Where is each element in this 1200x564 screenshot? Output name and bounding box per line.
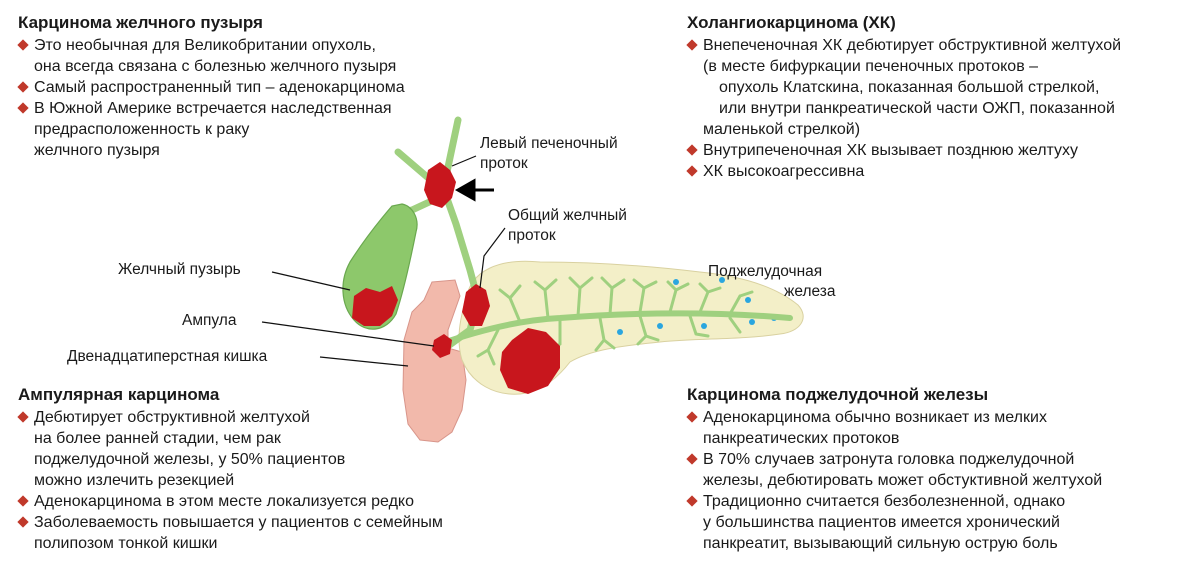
ampulla-tumor bbox=[432, 334, 452, 358]
diamond-bullet-icon bbox=[686, 165, 698, 177]
diamond-bullet-icon bbox=[17, 102, 29, 114]
cbd-tumor bbox=[462, 284, 490, 326]
bullet-item: Аденокарцинома обычно возникает из мелки… bbox=[686, 407, 1197, 449]
cholangiocarcinoma-title: Холангиокарцинома (ХК) bbox=[687, 13, 896, 32]
bullet-item: Традиционно считается безболезненной, од… bbox=[686, 491, 1197, 554]
diamond-bullet-icon bbox=[686, 144, 698, 156]
diamond-bullet-icon bbox=[686, 495, 698, 507]
pancreatic-duct bbox=[437, 310, 793, 347]
cholangiocarcinoma-block: Холангиокарцинома (ХК) Внепеченочная ХК … bbox=[686, 12, 1197, 182]
bullet-item: Это необычная для Великобритании опухоль… bbox=[17, 35, 498, 77]
duodenum-shape bbox=[402, 279, 467, 443]
pancreatic-ductules bbox=[476, 276, 754, 366]
bullet-item: Внепеченочная ХК дебютирует обструктивно… bbox=[686, 35, 1197, 140]
pancreatic-head-tumor bbox=[500, 328, 560, 394]
gallbladder-carcinoma-block: Карцинома желчного пузыря Это необычная … bbox=[17, 12, 498, 161]
gallbladder-carcinoma-title: Карцинома желчного пузыря bbox=[18, 13, 263, 32]
diamond-bullet-icon bbox=[686, 39, 698, 51]
diamond-bullet-icon bbox=[17, 39, 29, 51]
bullet-item: Внутрипеченочная ХК вызывает позднюю жел… bbox=[686, 140, 1197, 161]
leader-lines bbox=[261, 155, 506, 367]
pancreatic-carcinoma-block: Карцинома поджелудочной железы Аденокарц… bbox=[686, 384, 1197, 554]
bullet-item: Аденокарцинома в этом месте локализуется… bbox=[17, 491, 538, 512]
diamond-bullet-icon bbox=[17, 411, 29, 423]
bullet-item: Самый распространенный тип – аденокарцин… bbox=[17, 77, 498, 98]
diamond-bullet-icon bbox=[17, 81, 29, 93]
ampullary-carcinoma-title: Ампулярная карцинома bbox=[18, 385, 220, 404]
tumors bbox=[352, 162, 560, 394]
ampullary-carcinoma-block: Ампулярная карцинома Дебютирует обструкт… bbox=[17, 384, 538, 554]
label-duodenum: Двенадцатиперстная кишка bbox=[67, 348, 268, 365]
bullet-item: ХК высокоагрессивна bbox=[686, 161, 1197, 182]
bullet-item: Заболеваемость повышается у пациентов с … bbox=[17, 512, 538, 554]
label-gallbladder: Желчный пузырь bbox=[118, 261, 241, 278]
label-ampulla: Ампула bbox=[182, 312, 237, 329]
diamond-bullet-icon bbox=[686, 453, 698, 465]
diamond-bullet-icon bbox=[686, 411, 698, 423]
bullet-item: В Южной Америке встречается наследственн… bbox=[17, 98, 498, 161]
klatskin-tumor bbox=[424, 162, 456, 208]
gallbladder-tumor bbox=[352, 286, 398, 326]
pancreatic-carcinoma-title: Карцинома поджелудочной железы bbox=[687, 385, 989, 404]
diamond-bullet-icon bbox=[17, 495, 29, 507]
arrow-icon bbox=[454, 178, 494, 202]
bullet-item: В 70% случаев затронута головка поджелуд… bbox=[686, 449, 1197, 491]
diamond-bullet-icon bbox=[17, 516, 29, 528]
